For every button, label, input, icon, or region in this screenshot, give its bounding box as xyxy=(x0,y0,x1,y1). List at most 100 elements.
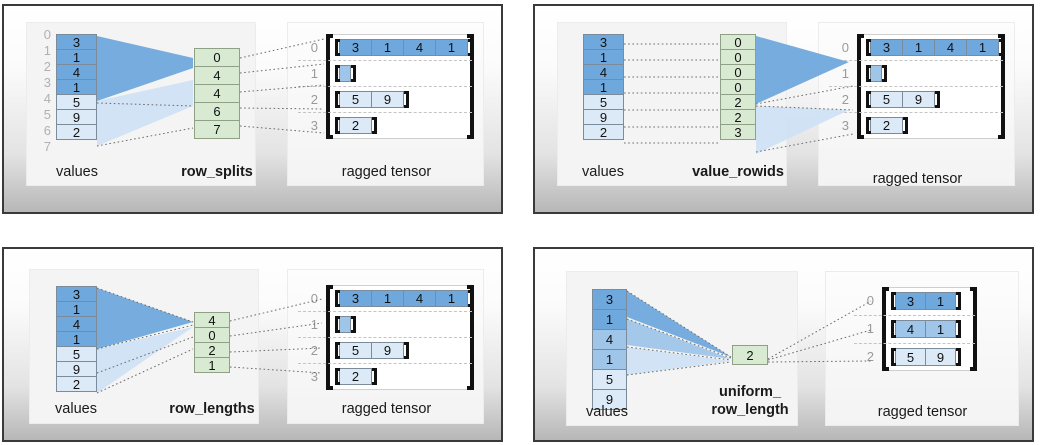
ragged-row: 2 xyxy=(335,368,377,385)
encoding-caption-line1: uniform_ xyxy=(718,384,782,400)
ragged-row-index: 0 xyxy=(866,293,874,308)
ragged-cell: 1 xyxy=(371,290,404,307)
value-cell: 5 xyxy=(56,94,97,110)
ragged-cell: 5 xyxy=(895,348,926,366)
outer-right-bracket xyxy=(970,287,977,371)
encoding-caption: value_rowids xyxy=(692,164,784,180)
ragged-row-index: 0 xyxy=(310,291,318,306)
ragged-row xyxy=(335,316,356,333)
row-left-bracket xyxy=(335,39,340,56)
outer-right-bracket xyxy=(467,34,474,139)
row-left-bracket xyxy=(335,91,340,108)
values-index-label: 2 xyxy=(43,59,51,74)
ragged-caption: ragged tensor xyxy=(341,401,432,417)
encoding-caption-line2: row_length xyxy=(711,402,789,418)
ragged-row-index: 3 xyxy=(310,118,318,133)
value-cell: 4 xyxy=(56,64,97,80)
row-right-bracket xyxy=(999,39,1004,56)
ragged-row-index: 2 xyxy=(310,92,318,107)
ragged-cell: 9 xyxy=(371,91,404,108)
ragged-cell: 4 xyxy=(895,320,926,338)
ragged-caption: ragged tensor xyxy=(872,171,963,187)
ragged-row: 2 xyxy=(866,117,908,134)
ragged-cell: 9 xyxy=(902,91,935,108)
ragged-cell: 4 xyxy=(403,290,436,307)
encoding-cell: 7 xyxy=(194,120,240,139)
row-left-bracket xyxy=(335,342,340,359)
value-cell: 1 xyxy=(583,79,624,95)
values-index-label: 0 xyxy=(43,27,51,42)
ragged-cell: 4 xyxy=(403,39,436,56)
ragged-row-index: 0 xyxy=(841,40,849,55)
row-left-bracket xyxy=(891,348,896,366)
value-cell: 1 xyxy=(592,349,627,370)
values-index-label: 7 xyxy=(43,139,51,154)
values-index-label: 3 xyxy=(43,75,51,90)
encoding-cell: 4 xyxy=(194,312,230,328)
encoding-cell: 0 xyxy=(194,327,230,343)
row-left-bracket xyxy=(866,91,871,108)
ragged-cell: 1 xyxy=(435,39,468,56)
row-right-bracket xyxy=(956,348,961,366)
ragged-row-index: 2 xyxy=(841,92,849,107)
ragged-empty-cell xyxy=(339,316,351,333)
row-right-bracket xyxy=(351,65,356,82)
ragged-cell: 2 xyxy=(870,117,903,134)
row-separator xyxy=(829,86,1003,87)
ragged-cell: 1 xyxy=(371,39,404,56)
value-cell: 3 xyxy=(583,34,624,50)
ragged-cell: 1 xyxy=(435,290,468,307)
row-right-bracket xyxy=(903,117,908,134)
row-separator xyxy=(854,315,975,316)
encoding-cell: 4 xyxy=(194,66,240,85)
ragged-cell: 5 xyxy=(870,91,903,108)
value-cell: 3 xyxy=(56,286,97,302)
value-cell: 9 xyxy=(56,361,97,377)
value-cell: 5 xyxy=(583,94,624,110)
values-caption: values xyxy=(55,401,97,417)
row-right-bracket xyxy=(882,65,887,82)
value-cell: 1 xyxy=(592,309,627,330)
ragged-row-index: 2 xyxy=(866,349,874,364)
encoding-cell: 3 xyxy=(720,124,756,140)
ragged-caption: ragged tensor xyxy=(877,404,968,420)
ragged-row-index: 3 xyxy=(310,369,318,384)
row-right-bracket xyxy=(956,320,961,338)
ragged-cell: 3 xyxy=(895,292,926,310)
row-separator xyxy=(298,311,472,312)
row-right-bracket xyxy=(956,292,961,310)
ragged-row: 2 xyxy=(335,117,377,134)
value-cell: 4 xyxy=(56,316,97,332)
value-cell: 1 xyxy=(56,49,97,65)
value-cell: 2 xyxy=(56,124,97,140)
ragged-empty-cell xyxy=(870,65,882,82)
value-cell: 2 xyxy=(56,376,97,392)
ragged-cell: 3 xyxy=(870,39,903,56)
encoding-caption: row_splits xyxy=(181,164,253,180)
ragged-row-index: 1 xyxy=(866,321,874,336)
ragged-cell: 3 xyxy=(339,290,372,307)
value-cell: 5 xyxy=(592,369,627,390)
ragged-row-index: 1 xyxy=(310,317,318,332)
row-right-bracket xyxy=(468,39,473,56)
row-separator xyxy=(298,363,472,364)
encoding-cell: 4 xyxy=(194,84,240,103)
encoding-cell: 2 xyxy=(194,342,230,358)
row-left-bracket xyxy=(891,292,896,310)
value-cell: 4 xyxy=(592,329,627,350)
row-left-bracket xyxy=(335,316,340,333)
ragged-row-index: 1 xyxy=(310,66,318,81)
row-separator xyxy=(298,337,472,338)
